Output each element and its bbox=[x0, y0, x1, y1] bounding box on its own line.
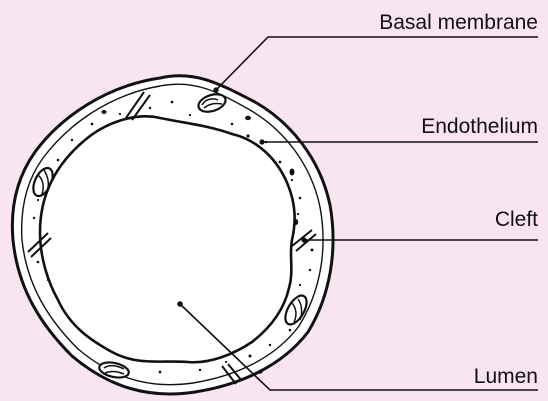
label-cleft: Cleft bbox=[495, 209, 538, 230]
label-endothelium: Endothelium bbox=[421, 116, 538, 137]
leader-basal-membrane bbox=[216, 37, 538, 90]
leader-basal-membrane-dot bbox=[213, 87, 218, 92]
label-basal-membrane: Basal membrane bbox=[379, 12, 538, 33]
leader-endothelium-dot bbox=[259, 139, 264, 144]
leader-cleft-dot bbox=[301, 237, 306, 242]
leader-lumen-dot bbox=[177, 301, 183, 307]
lumen-wall-outline bbox=[40, 116, 295, 362]
label-lumen: Lumen bbox=[474, 366, 538, 387]
